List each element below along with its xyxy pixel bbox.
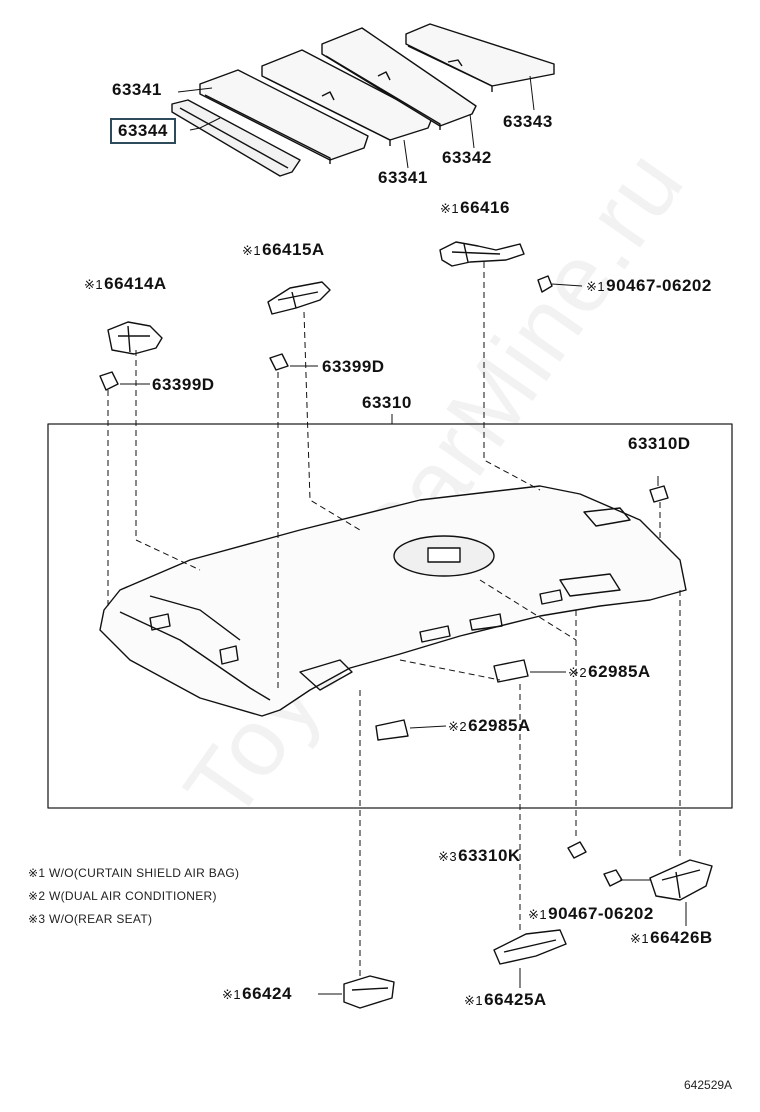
note-mark: ※1	[464, 993, 484, 1008]
label-63310D[interactable]: 63310D	[628, 434, 691, 453]
footnote-3: ※3 W/O(REAR SEAT)	[28, 912, 153, 926]
note-mark: ※1	[528, 907, 548, 922]
label-66426B-text: 66426B	[650, 928, 713, 947]
label-90467-bottom-text: 90467-06202	[548, 904, 654, 923]
label-66424-text: 66424	[242, 984, 292, 1003]
screw-90467-top	[537, 275, 583, 293]
label-66425A-text: 66425A	[484, 990, 547, 1009]
label-63399D-left[interactable]: 63399D	[152, 375, 215, 394]
note-mark: ※1	[222, 987, 242, 1002]
label-66426B[interactable]: ※166426B	[630, 928, 713, 948]
label-90467-top[interactable]: ※190467-06202	[586, 276, 712, 296]
note-mark: ※1	[242, 243, 262, 258]
bracket-66416	[439, 241, 525, 267]
label-63341-bottom[interactable]: 63341	[378, 168, 428, 187]
label-66416[interactable]: ※166416	[440, 198, 510, 218]
clip-63399D-left	[99, 371, 150, 391]
bracket-66415A	[267, 281, 331, 315]
pad-63341-left	[199, 69, 369, 164]
bracket-66414A	[107, 321, 163, 355]
label-66415A-text: 66415A	[262, 240, 325, 259]
label-90467-top-text: 90467-06202	[606, 276, 712, 295]
label-63341-top[interactable]: 63341	[112, 80, 162, 99]
label-63342[interactable]: 63342	[442, 148, 492, 167]
label-63310[interactable]: 63310	[362, 393, 412, 412]
label-66424[interactable]: ※166424	[222, 984, 292, 1004]
diagram-code: 642529A	[684, 1078, 733, 1092]
label-63310K[interactable]: ※363310K	[438, 846, 521, 866]
note-mark: ※1	[84, 277, 104, 292]
bracket-66424	[343, 975, 395, 1009]
label-62985A-lower[interactable]: ※262985A	[448, 716, 531, 736]
label-66416-text: 66416	[460, 198, 510, 217]
label-62985A-upper[interactable]: ※262985A	[568, 662, 651, 682]
label-66425A[interactable]: ※166425A	[464, 990, 547, 1010]
headliner-63310	[99, 485, 687, 717]
clip-63399D-right	[269, 353, 318, 371]
pad-63343	[405, 23, 555, 92]
footnote-2: ※2 W(DUAL AIR CONDITIONER)	[28, 889, 217, 903]
note-mark: ※2	[568, 665, 588, 680]
clip-63310K	[567, 841, 587, 859]
label-62985A-upper-text: 62985A	[588, 662, 651, 681]
bracket-66426B	[649, 859, 713, 901]
bracket-66425A	[493, 929, 567, 965]
label-63310K-text: 63310K	[458, 846, 521, 865]
note-mark: ※1	[586, 279, 606, 294]
label-90467-bottom[interactable]: ※190467-06202	[528, 904, 654, 924]
screw-90467-bottom	[603, 869, 623, 887]
pad-63344	[171, 99, 301, 177]
footnote-1: ※1 W/O(CURTAIN SHIELD AIR BAG)	[28, 866, 240, 880]
pad-63342	[321, 27, 477, 130]
note-mark: ※2	[448, 719, 468, 734]
label-66414A-text: 66414A	[104, 274, 167, 293]
label-62985A-lower-text: 62985A	[468, 716, 531, 735]
label-66415A[interactable]: ※166415A	[242, 240, 325, 260]
note-mark: ※3	[438, 849, 458, 864]
note-mark: ※1	[630, 931, 650, 946]
assembly-frame	[47, 423, 733, 809]
label-63344-selected[interactable]: 63344	[110, 118, 176, 144]
pad-63341-center	[261, 49, 433, 146]
label-63343[interactable]: 63343	[503, 112, 553, 131]
label-66414A[interactable]: ※166414A	[84, 274, 167, 294]
label-63399D-right[interactable]: 63399D	[322, 357, 385, 376]
note-mark: ※1	[440, 201, 460, 216]
